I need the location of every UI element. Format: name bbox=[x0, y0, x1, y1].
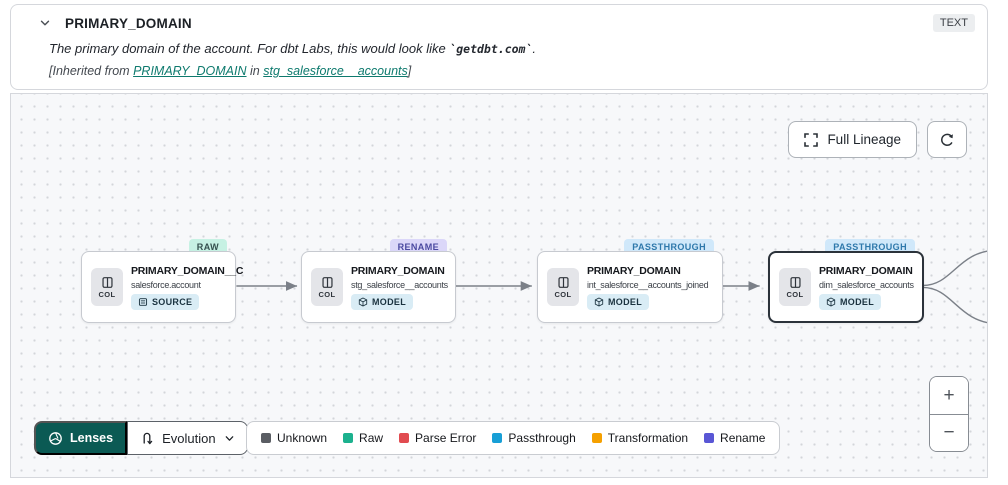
columns-icon bbox=[101, 276, 113, 288]
zoom-controls: + − bbox=[929, 376, 969, 452]
legend-swatch bbox=[399, 433, 410, 443]
model-icon bbox=[594, 297, 604, 306]
column-description: The primary domain of the account. For d… bbox=[49, 41, 537, 56]
column-type-badge: TEXT bbox=[932, 14, 975, 32]
source-icon bbox=[138, 297, 148, 306]
legend-swatch bbox=[492, 433, 503, 443]
legend-item: Passthrough bbox=[492, 431, 576, 445]
inherited-model-link[interactable]: stg_salesforce__accounts bbox=[263, 64, 408, 78]
resource-type-badge: MODEL bbox=[587, 293, 649, 310]
resource-type-badge: MODEL bbox=[819, 293, 881, 310]
node-subtitle: salesforce.account bbox=[131, 279, 201, 290]
lineage-node-stg-salesforce-accounts[interactable]: RENAME COL PRIMARY_DOMAIN stg_salesforce… bbox=[301, 239, 456, 323]
evolution-icon bbox=[140, 431, 154, 445]
evolution-legend: Unknown Raw Parse Error Passthrough Tran… bbox=[246, 421, 781, 455]
collapse-chevron-icon[interactable] bbox=[39, 17, 51, 29]
lineage-node-salesforce-account[interactable]: RAW COL PRIMARY_DOMAIN__C salesforce.acc… bbox=[81, 239, 244, 323]
legend-item: Unknown bbox=[261, 431, 327, 445]
node-subtitle: stg_salesforce__accounts bbox=[351, 279, 448, 290]
evolution-lens-dropdown[interactable]: Evolution bbox=[127, 421, 248, 455]
column-chip: COL bbox=[311, 268, 343, 306]
column-chip: COL bbox=[91, 268, 123, 306]
legend-swatch bbox=[704, 433, 715, 443]
legend-swatch bbox=[261, 433, 271, 443]
legend-swatch bbox=[591, 433, 602, 443]
column-details-panel: PRIMARY_DOMAIN TEXT The primary domain o… bbox=[10, 4, 988, 90]
lineage-canvas[interactable]: Full Lineage RAW COL PRIMARY_DOMAIN__C s… bbox=[10, 93, 988, 478]
columns-icon bbox=[789, 276, 801, 288]
expand-icon bbox=[804, 132, 819, 147]
lenses-button[interactable]: Lenses bbox=[34, 421, 128, 455]
node-subtitle: int_salesforce__accounts_joined bbox=[587, 279, 709, 290]
refresh-icon bbox=[939, 132, 955, 148]
legend-swatch bbox=[343, 433, 354, 443]
zoom-out-button[interactable]: − bbox=[930, 414, 968, 451]
node-title: PRIMARY_DOMAIN bbox=[351, 264, 445, 277]
resource-type-badge: SOURCE bbox=[131, 293, 200, 310]
columns-icon bbox=[557, 276, 569, 288]
node-title: PRIMARY_DOMAIN bbox=[587, 264, 681, 277]
legend-item: Raw bbox=[343, 431, 383, 445]
resource-type-badge: MODEL bbox=[351, 293, 413, 310]
refresh-button[interactable] bbox=[927, 121, 967, 158]
column-chip: COL bbox=[547, 268, 579, 306]
lens-controls: Lenses Evolution bbox=[34, 421, 248, 455]
node-title: PRIMARY_DOMAIN bbox=[819, 264, 913, 277]
zoom-in-button[interactable]: + bbox=[930, 377, 968, 414]
lineage-node-dim-salesforce-accounts[interactable]: PASSTHROUGH COL PRIMARY_DOMAIN dim_sales… bbox=[768, 239, 924, 323]
columns-icon bbox=[321, 276, 333, 288]
node-subtitle: dim_salesforce_accounts bbox=[819, 279, 914, 290]
lens-aperture-icon bbox=[48, 431, 63, 446]
legend-item: Transformation bbox=[591, 431, 688, 445]
node-title: PRIMARY_DOMAIN__C bbox=[131, 264, 244, 277]
full-lineage-button[interactable]: Full Lineage bbox=[788, 121, 917, 158]
inherited-note: [Inherited from PRIMARY_DOMAIN in stg_sa… bbox=[49, 64, 412, 78]
column-title: PRIMARY_DOMAIN bbox=[65, 15, 192, 31]
lineage-node-int-salesforce-accounts-joined[interactable]: PASSTHROUGH COL PRIMARY_DOMAIN int_sales… bbox=[537, 239, 723, 323]
legend-item: Parse Error bbox=[399, 431, 476, 445]
model-icon bbox=[358, 297, 368, 306]
chevron-down-icon bbox=[224, 433, 235, 444]
inherited-column-link[interactable]: PRIMARY_DOMAIN bbox=[133, 64, 247, 78]
column-chip: COL bbox=[779, 268, 811, 306]
legend-item: Rename bbox=[704, 431, 765, 445]
code-snippet: `getdbt.com` bbox=[449, 42, 533, 56]
model-icon bbox=[826, 297, 836, 306]
